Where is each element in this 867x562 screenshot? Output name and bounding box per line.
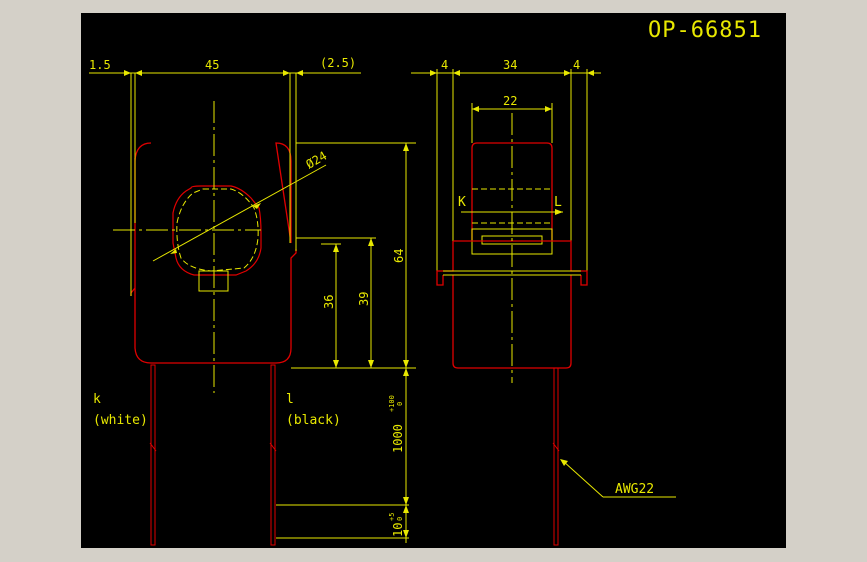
dim-1000: 1000 [391,424,405,453]
core-hole-dashed [176,188,259,272]
side-dim-22: 22 [503,94,517,108]
front-body-outline [130,142,297,364]
drawing-canvas: OP-66851 Ø24 1.5 45 (2.5) [81,13,786,548]
dim-39: 39 [357,292,371,306]
awg-leader [562,460,604,498]
lead-l [269,364,277,546]
drawing-number: OP-66851 [648,18,762,43]
side-lead [552,367,560,546]
lead-k-color: (white) [93,413,148,428]
side-l-label: L [554,195,562,210]
dim-1.5: 1.5 [89,58,111,72]
side-k-label: K [458,195,466,210]
side-view: 4 34 4 22 K L [411,58,676,546]
dim-10: 10 [391,523,405,537]
dim-45: 45 [205,58,219,72]
awg-label: AWG22 [615,482,654,497]
dim-64: 64 [392,249,406,263]
front-view: Ø24 1.5 45 (2.5) 64 39 36 [89,56,416,546]
side-dim-left: 4 [441,58,448,72]
lead-k-label: k [93,392,101,407]
side-core-outline [471,142,553,241]
dim-1000-tol2: 0 [396,402,404,406]
side-body-outline [436,240,588,369]
core-hole [172,185,262,276]
lead-k [149,364,157,546]
dim-10-tol2: 0 [396,517,404,521]
dim-36: 36 [322,295,336,309]
dim-1000-tol: +100 [388,395,396,412]
dim-10-tol: +5 [388,513,396,521]
lead-l-color: (black) [286,413,341,428]
dim-2.5: (2.5) [320,56,356,70]
diameter-label: Ø24 [304,149,330,172]
cad-drawing: OP-66851 Ø24 1.5 45 (2.5) [89,18,762,546]
diameter-leader [152,164,327,262]
lead-l-label: l [286,392,294,407]
side-dim-right: 4 [573,58,580,72]
side-dim-34: 34 [503,58,517,72]
